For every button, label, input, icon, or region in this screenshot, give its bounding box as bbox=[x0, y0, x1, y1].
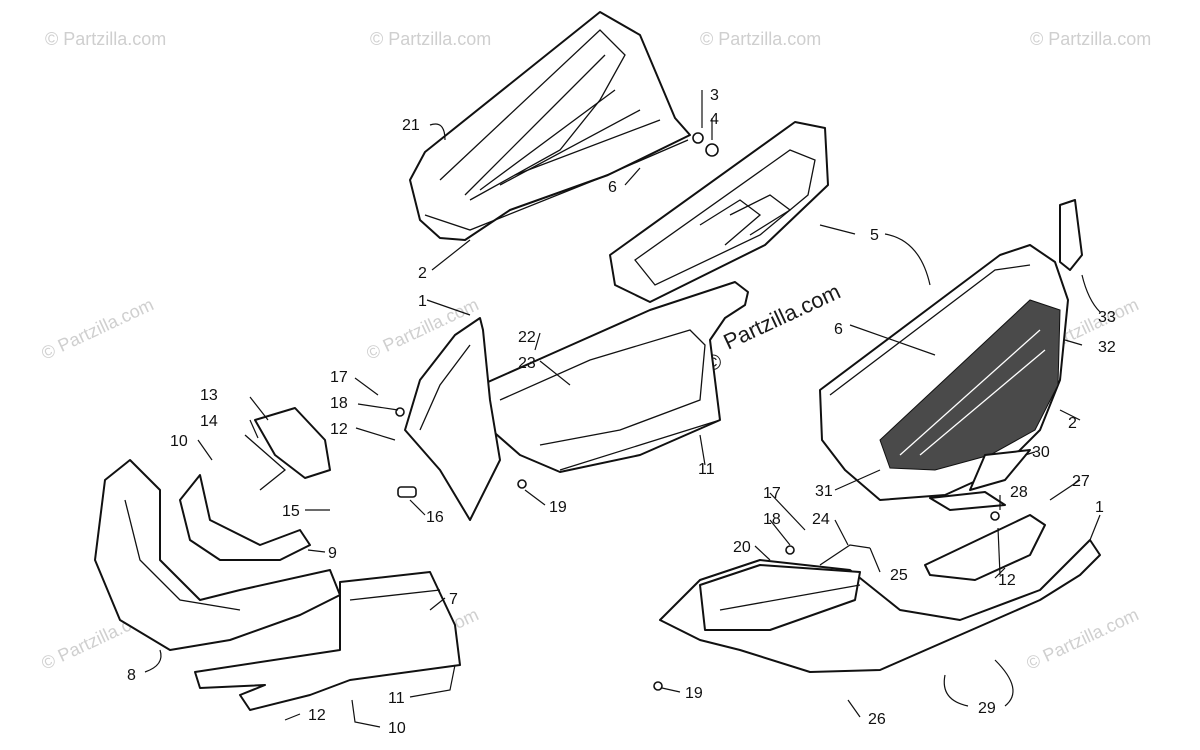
callout-label: 31 bbox=[815, 483, 833, 500]
callout-label: 26 bbox=[868, 711, 886, 728]
callout-label: 8 bbox=[127, 667, 136, 684]
callout-label: 30 bbox=[1032, 444, 1050, 461]
callout-label: 18 bbox=[763, 511, 781, 528]
front-bumper-part bbox=[94, 459, 341, 651]
skid-plate-part bbox=[194, 571, 461, 711]
callout-label: 21 bbox=[402, 117, 420, 134]
washer-icon bbox=[395, 407, 405, 417]
callout-label: 13 bbox=[200, 387, 218, 404]
callout-label: 20 bbox=[733, 539, 751, 556]
lower-hood-part bbox=[819, 244, 1069, 501]
callout-label: 19 bbox=[685, 685, 703, 702]
callout-label: 11 bbox=[388, 690, 405, 707]
nut-icon bbox=[517, 479, 527, 489]
callout-label: 3 bbox=[710, 87, 719, 104]
callout-label: 12 bbox=[308, 707, 326, 724]
callout-label: 25 bbox=[890, 567, 908, 584]
callout-label: 10 bbox=[170, 433, 188, 450]
hardware bbox=[395, 132, 1000, 691]
callout-label: 1 bbox=[1095, 499, 1104, 516]
callout-label: 17 bbox=[763, 485, 781, 502]
callout-label: 28 bbox=[1010, 484, 1028, 501]
callout-label: 7 bbox=[449, 591, 458, 608]
watermark: © Partzilla.com bbox=[1030, 29, 1151, 49]
callout-label: 29 bbox=[978, 700, 996, 717]
hood-latch-part bbox=[1059, 199, 1083, 271]
callout-label: 9 bbox=[328, 545, 337, 562]
washer-icon bbox=[990, 511, 1000, 521]
callout-label: 10 bbox=[388, 720, 406, 737]
callout-label: 33 bbox=[1098, 309, 1116, 326]
upper-hood-part bbox=[409, 11, 691, 241]
callout-label: 16 bbox=[426, 509, 444, 526]
callout-label: 2 bbox=[1068, 415, 1077, 432]
callout-labels: 21 2 3 4 6 5 33 32 6 2 30 31 27 1 28 12 … bbox=[127, 87, 1116, 737]
callout-label: 1 bbox=[418, 293, 427, 310]
callout-label: 17 bbox=[330, 369, 348, 386]
belly-pan-part bbox=[469, 281, 749, 473]
watermark: © Partzilla.com bbox=[1023, 604, 1141, 673]
callout-label: 24 bbox=[812, 511, 830, 528]
leader-lines bbox=[144, 90, 1101, 728]
watermark: © Partzilla.com bbox=[370, 29, 491, 49]
callout-label: 23 bbox=[518, 355, 536, 372]
callout-label: 32 bbox=[1098, 339, 1116, 356]
nut-icon bbox=[705, 143, 719, 157]
callout-label: 11 bbox=[698, 461, 715, 478]
callout-label: 27 bbox=[1072, 473, 1090, 490]
callout-label: 6 bbox=[834, 321, 843, 338]
side-panel-part bbox=[404, 317, 501, 521]
watermark: © Partzilla.com bbox=[45, 29, 166, 49]
nut-icon bbox=[653, 681, 663, 691]
callout-label: 14 bbox=[200, 413, 218, 430]
callout-label: 6 bbox=[608, 179, 617, 196]
callout-label: 12 bbox=[330, 421, 348, 438]
callout-label: 15 bbox=[282, 503, 300, 520]
watermark: © Partzilla.com bbox=[700, 29, 821, 49]
callout-label: 18 bbox=[330, 395, 348, 412]
windshield-panel-part bbox=[609, 121, 829, 303]
callout-label: 4 bbox=[710, 111, 719, 128]
lower-belly-pan-part bbox=[659, 539, 1101, 673]
cable-icon bbox=[819, 544, 871, 566]
callout-label: 2 bbox=[418, 265, 427, 282]
callout-label: 5 bbox=[870, 227, 879, 244]
strap-part bbox=[929, 449, 1031, 511]
small-bracket-part bbox=[244, 407, 331, 491]
callout-label: 19 bbox=[549, 499, 567, 516]
callout-label: 12 bbox=[998, 572, 1016, 589]
watermark: © Partzilla.com bbox=[38, 294, 156, 363]
washer-icon bbox=[785, 545, 795, 555]
bolt-icon bbox=[692, 132, 704, 144]
callout-label: 22 bbox=[518, 329, 536, 346]
plug-icon bbox=[397, 486, 417, 498]
plate-part bbox=[924, 514, 1046, 581]
